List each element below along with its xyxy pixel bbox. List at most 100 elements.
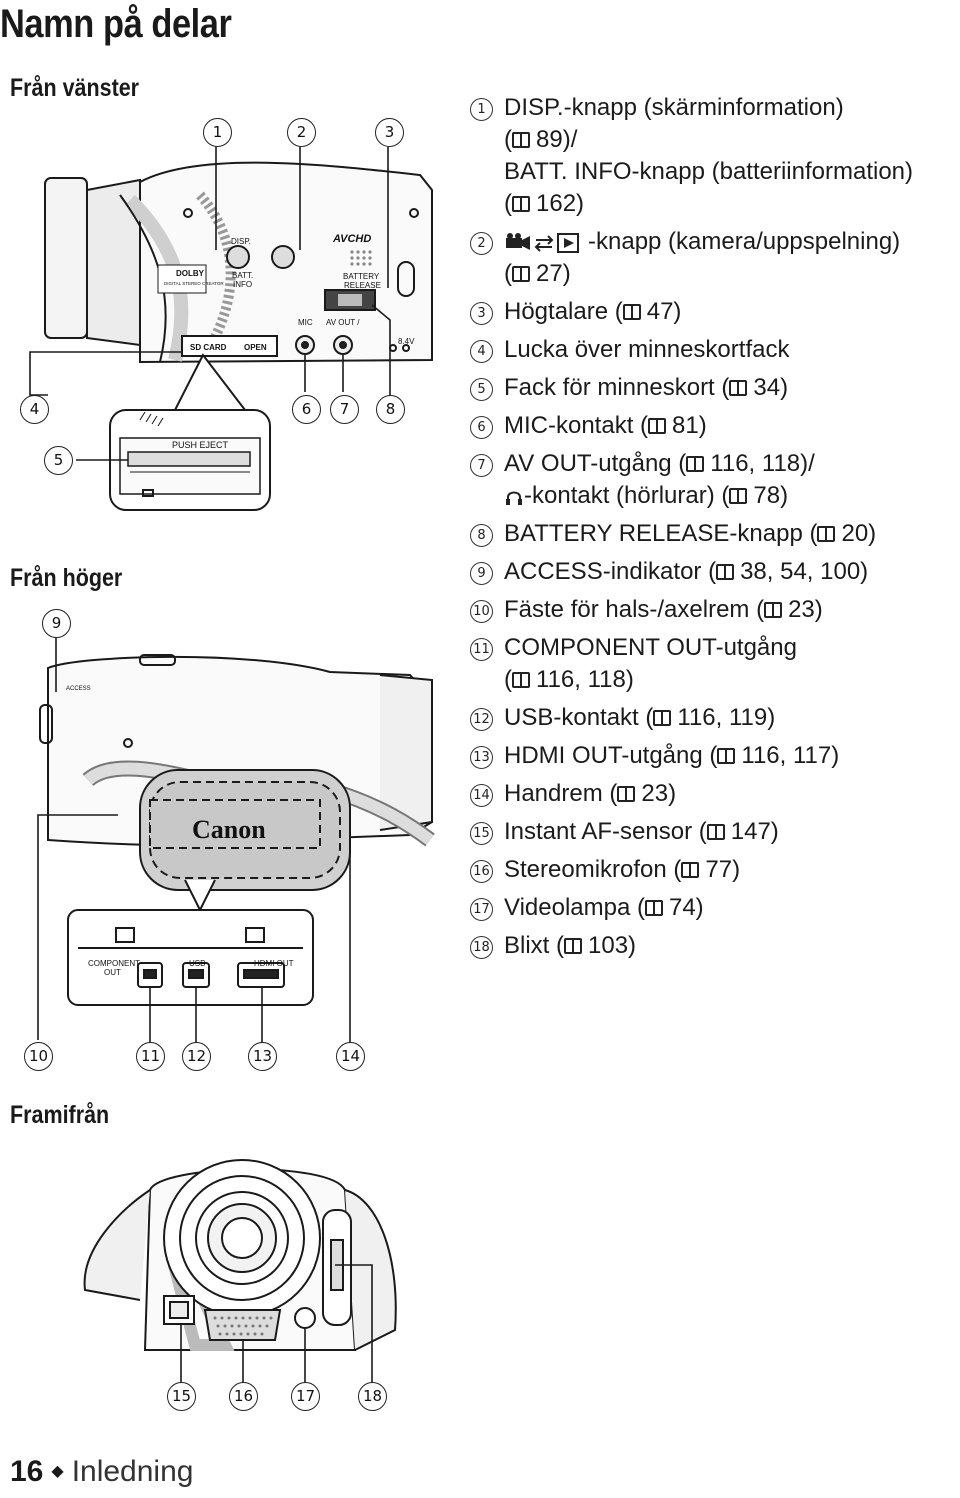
label-batt-info: BATT. bbox=[232, 271, 253, 280]
list-item: 16 Stereomikrofon (77) bbox=[470, 854, 960, 886]
callout-5: 5 bbox=[44, 446, 73, 475]
part-number: 8 bbox=[470, 524, 493, 547]
label-disp: DISP. bbox=[231, 237, 251, 246]
svg-text:INFO: INFO bbox=[233, 280, 252, 289]
list-item: 15 Instant AF-sensor (147) bbox=[470, 816, 960, 848]
part-number: 16 bbox=[470, 860, 493, 883]
headphones-icon bbox=[506, 491, 522, 505]
label-component-out: COMPONENT bbox=[88, 959, 140, 968]
list-item: 9 ACCESS-indikator (38, 54, 100) bbox=[470, 556, 960, 588]
list-item: 8 BATTERY RELEASE-knapp (20) bbox=[470, 518, 960, 550]
list-item: 1 DISP.-knapp (skärminformation) (89)/ B… bbox=[470, 92, 960, 220]
svg-text:OUT: OUT bbox=[104, 968, 121, 977]
list-item: 5 Fack för minneskort (34) bbox=[470, 372, 960, 404]
section-heading-left: Från vänster bbox=[10, 74, 140, 102]
book-icon bbox=[617, 786, 636, 802]
part-number: 10 bbox=[470, 600, 493, 623]
callout-10: 10 bbox=[24, 1042, 53, 1071]
part-number: 12 bbox=[470, 708, 493, 731]
part-number: 2 bbox=[470, 232, 493, 255]
callout-12: 12 bbox=[182, 1042, 211, 1071]
list-item: 2 -knapp (kamera/uppspelning) (27) bbox=[470, 226, 960, 290]
footer-section-label: Inledning bbox=[71, 1455, 194, 1488]
part-number: 11 bbox=[470, 638, 493, 661]
book-icon bbox=[729, 380, 748, 396]
book-icon bbox=[686, 456, 705, 472]
book-icon bbox=[622, 304, 641, 320]
page-footer: 16 ◆ Inledning bbox=[10, 1455, 193, 1489]
book-icon bbox=[512, 196, 530, 212]
diamond-icon: ◆ bbox=[51, 1463, 64, 1480]
page-number: 16 bbox=[10, 1455, 44, 1488]
label-open: OPEN bbox=[244, 343, 267, 352]
list-item: 6 MIC-kontakt (81) bbox=[470, 410, 960, 442]
book-icon bbox=[512, 672, 530, 688]
part-number: 13 bbox=[470, 746, 493, 769]
book-icon bbox=[653, 710, 672, 726]
svg-text:RELEASE: RELEASE bbox=[344, 281, 381, 290]
part-number: 17 bbox=[470, 898, 493, 921]
part-number: 9 bbox=[470, 562, 493, 585]
book-icon bbox=[648, 418, 667, 434]
callout-9: 9 bbox=[42, 609, 71, 638]
callout-3: 3 bbox=[375, 118, 404, 147]
label-volt: 8.4V bbox=[398, 337, 415, 346]
part-number: 5 bbox=[470, 378, 493, 401]
part-number: 6 bbox=[470, 416, 493, 439]
label-dolby: DOLBY bbox=[176, 269, 205, 278]
callout-1: 1 bbox=[203, 118, 232, 147]
book-icon bbox=[764, 602, 783, 618]
list-item: 13 HDMI OUT-utgång (116, 117) bbox=[470, 740, 960, 772]
label-canon: Canon bbox=[192, 815, 266, 844]
section-heading-front: Framifrån bbox=[10, 1101, 110, 1129]
book-icon bbox=[512, 266, 530, 282]
callout-16: 16 bbox=[229, 1382, 258, 1411]
label-avchd: AVCHD bbox=[332, 233, 371, 245]
book-icon bbox=[717, 748, 736, 764]
part-number: 18 bbox=[470, 936, 493, 959]
label-hdmi-out: HDMI OUT bbox=[254, 959, 294, 968]
part-number: 3 bbox=[470, 302, 493, 325]
callout-8: 8 bbox=[376, 395, 405, 424]
list-item: 11 COMPONENT OUT-utgång (116, 118) bbox=[470, 632, 960, 696]
list-item: 14 Handrem (23) bbox=[470, 778, 960, 810]
svg-text:DIGITAL STEREO CREATOR: DIGITAL STEREO CREATOR bbox=[164, 281, 224, 286]
callout-13: 13 bbox=[248, 1042, 277, 1071]
part-number: 14 bbox=[470, 784, 493, 807]
label-push-eject: PUSH EJECT bbox=[172, 440, 229, 450]
camera-left-view bbox=[44, 161, 433, 511]
callout-6: 6 bbox=[292, 395, 321, 424]
label-sd-card: SD CARD bbox=[190, 343, 227, 352]
book-icon bbox=[564, 938, 582, 954]
part-number: 15 bbox=[470, 822, 493, 845]
part-number: 4 bbox=[470, 340, 493, 363]
book-icon bbox=[512, 132, 530, 148]
list-item: 17 Videolampa (74) bbox=[470, 892, 960, 924]
label-mic: MIC bbox=[298, 318, 313, 327]
callout-14: 14 bbox=[336, 1042, 365, 1071]
list-item: 10 Fäste för hals-/axelrem (23) bbox=[470, 594, 960, 626]
callout-15: 15 bbox=[167, 1382, 196, 1411]
part-number: 7 bbox=[470, 454, 493, 477]
list-item: 4 Lucka över minneskortfack bbox=[470, 334, 960, 366]
page-title: Namn på delar bbox=[0, 2, 232, 46]
label-battery-release: BATTERY bbox=[343, 272, 380, 281]
list-item: 3 Högtalare (47) bbox=[470, 296, 960, 328]
list-item: 7 AV OUT-utgång (116, 118)/ -kontakt (hö… bbox=[470, 448, 960, 512]
book-icon bbox=[817, 526, 836, 542]
list-item: 18 Blixt (103) bbox=[470, 930, 960, 962]
book-icon bbox=[644, 900, 663, 916]
callout-17: 17 bbox=[291, 1382, 320, 1411]
camera-right-view bbox=[39, 654, 435, 1006]
callout-18: 18 bbox=[358, 1382, 387, 1411]
book-icon bbox=[706, 824, 725, 840]
section-heading-right: Från höger bbox=[10, 564, 123, 592]
callout-2: 2 bbox=[287, 118, 316, 147]
camera-front-view bbox=[83, 1159, 397, 1351]
part-number: 1 bbox=[470, 98, 493, 121]
label-av-out: AV OUT / bbox=[326, 318, 360, 327]
book-icon bbox=[729, 488, 748, 504]
callout-7: 7 bbox=[330, 395, 359, 424]
book-icon bbox=[681, 862, 700, 878]
